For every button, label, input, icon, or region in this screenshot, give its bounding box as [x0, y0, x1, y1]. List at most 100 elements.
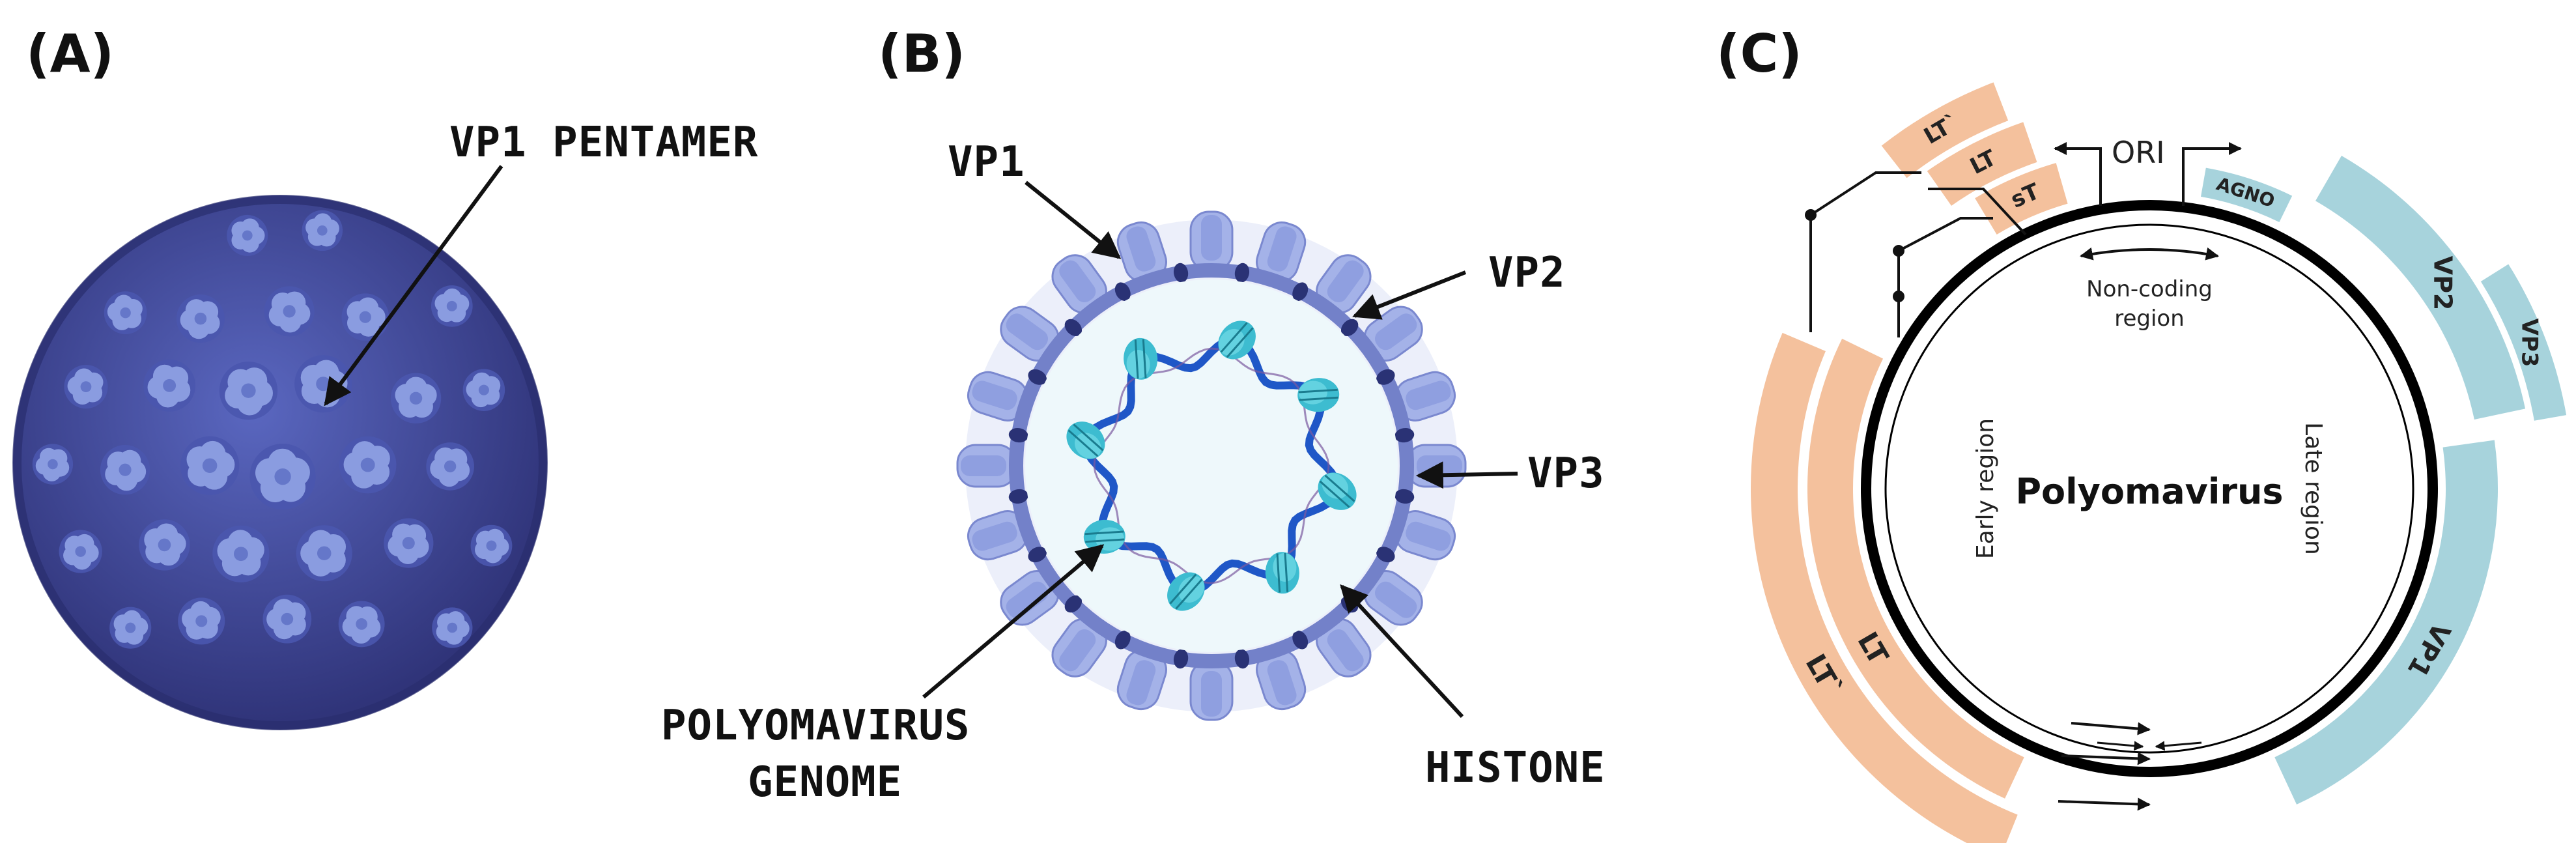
vp2-vp3-dot	[1376, 369, 1395, 385]
vp2-arrow	[1352, 270, 1467, 320]
noncoding-label-line2: region	[2114, 306, 2185, 332]
vp2-vp3-dot	[1114, 631, 1131, 650]
capsid-icosahedron	[12, 195, 548, 730]
vp1-pentamer-blob	[341, 293, 389, 341]
polyomavirus-center-label: Polyomavirus	[2015, 471, 2283, 512]
vp1-pentamer-callout: VP1 PENTAMER	[449, 119, 758, 167]
histone-nucleosome	[1218, 321, 1256, 360]
capsid-rim	[12, 195, 548, 730]
vp2-vp3-dot	[1114, 282, 1131, 301]
early-tail-arrow-2	[2061, 752, 2151, 765]
vp2-vp3-dot	[1028, 369, 1047, 385]
vp1-pentamer-blob	[139, 519, 190, 571]
vp1-pentamer-blob	[32, 444, 74, 485]
capsid-shell	[1009, 263, 1414, 668]
noncoding-label-line1: Non-coding	[2086, 276, 2213, 302]
vp1-pentamer-blob	[212, 525, 270, 582]
vp1-pentamer-blob	[470, 524, 513, 567]
genome-arrow	[922, 544, 1105, 699]
gene-arc-LTprime-exon2	[1751, 332, 2018, 843]
panel-b-label: (B)	[878, 23, 965, 84]
gene-label-VP3: VP3	[2516, 319, 2542, 367]
vp2-vp3-dot	[1376, 547, 1395, 563]
vp1-arrow	[1025, 180, 1122, 259]
vp1-pentamer-blob	[426, 442, 474, 491]
vp1-pentamer-blob	[390, 373, 442, 423]
vp1-pentamer-blob	[384, 518, 434, 568]
vp2-vp3-dot	[1028, 547, 1047, 563]
vp2-vp3-dot	[1394, 427, 1415, 443]
vp2-vp3-dot	[1008, 489, 1028, 504]
early-tail-arrow-3	[2058, 797, 2151, 811]
vp1-pentamer-blob	[143, 359, 196, 412]
gene-arc-VP2	[2315, 156, 2526, 420]
vp1-capsomere	[1189, 660, 1234, 721]
vp1-pentamer-blob	[432, 607, 473, 648]
vp1-pentamer-blob	[431, 285, 473, 327]
vp1-pentamer-blob	[180, 436, 240, 495]
vp2-vp3-dot	[1008, 427, 1028, 443]
ori-left-arrow	[2054, 142, 2102, 206]
vp1-pentamer-blob	[262, 594, 312, 644]
histone-nucleosome	[1066, 422, 1105, 459]
vp1-pentamer-blob	[339, 436, 397, 494]
histones	[1066, 321, 1357, 611]
vp1-pentamer-blob	[104, 291, 147, 335]
sT-splice-dot	[1893, 291, 1904, 302]
vp1-capsomere	[1116, 221, 1167, 283]
vp1-pentamer-blob	[296, 525, 352, 582]
ori-label: ORI	[2112, 135, 2165, 170]
vp2-vp3-dots	[1008, 263, 1415, 669]
vp1-capsomere	[1363, 570, 1423, 626]
vp1-pentamer-blob	[338, 601, 385, 648]
vp1-pentamer-blob	[100, 445, 150, 495]
vp1-capsomere	[1189, 210, 1234, 272]
vp2-vp3-dot	[1173, 263, 1189, 283]
early-transcripts	[1805, 171, 2151, 811]
vp2-vp3-dot	[1064, 595, 1083, 613]
histone-label: HISTONE	[1425, 744, 1606, 792]
genome-label-line2: GENOME	[748, 758, 902, 807]
vp1-pentamer-blob	[227, 214, 268, 256]
gene-arc-LT-exon1	[1927, 122, 2037, 206]
genome-circle	[1861, 200, 2438, 777]
vp1-pentamer-arrow	[324, 165, 503, 407]
noncoding-bracket	[2080, 247, 2219, 261]
vp1-capsomere	[1051, 618, 1107, 678]
vp2-vp3-dot	[1340, 319, 1359, 337]
gene-arc-VP1	[2274, 440, 2498, 805]
capsid-interior	[1025, 279, 1398, 652]
histone-nucleosome	[1265, 552, 1299, 594]
gene-label-VP2: VP2	[2429, 256, 2457, 311]
vp1-capsomere	[956, 444, 1017, 488]
vp1-pentamer-blob	[302, 210, 343, 251]
histone-nucleosome	[1124, 337, 1158, 380]
vp1-capsomere	[1000, 306, 1060, 362]
vp3-arrow	[1415, 461, 1518, 489]
vp2-vp3-dot	[1234, 263, 1250, 283]
vp2-vp3-dot	[1064, 319, 1083, 337]
genome-thin-strand	[1093, 347, 1330, 584]
LTprime-splice-top	[1809, 171, 1921, 216]
late-region-label: Late region	[2300, 422, 2327, 555]
vp1-capsomere	[967, 510, 1028, 561]
histone-nucleosome	[1318, 472, 1357, 510]
gene-arc-VP3	[2480, 264, 2567, 421]
vp1-pentamer-blob	[462, 369, 505, 411]
vp2-vp3-dot	[1292, 282, 1309, 301]
vp2-vp3-dot	[1234, 649, 1250, 669]
vp1-capsomere	[967, 371, 1028, 422]
vp1-capsomere	[1406, 444, 1467, 488]
vp1-capsomere	[1051, 254, 1107, 314]
early-end-arrow	[2097, 741, 2144, 751]
vp1-capsomere	[1256, 221, 1307, 283]
capsid-pentamers	[12, 195, 548, 730]
early-region-label: Early region	[1972, 418, 1999, 559]
vp1-ring	[956, 210, 1467, 721]
sT-splice-line	[1928, 188, 2027, 236]
vp3-label: VP3	[1527, 450, 1605, 498]
vp1-pentamer-blob	[59, 530, 102, 573]
panel-a-label: (A)	[26, 23, 114, 84]
